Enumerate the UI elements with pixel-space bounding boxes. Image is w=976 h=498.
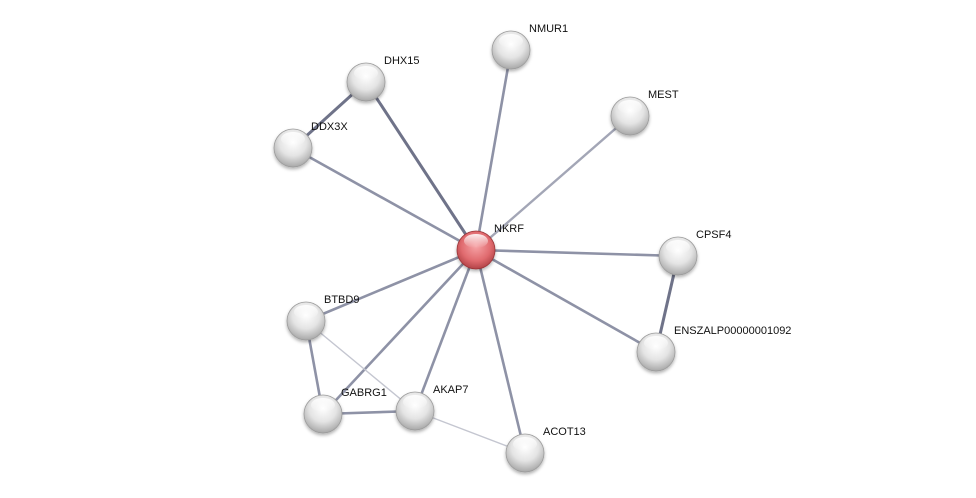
- node-dhx15[interactable]: DHX15: [346, 55, 419, 102]
- node-label: GABRG1: [341, 387, 387, 399]
- edge-nkrf-mest[interactable]: [475, 115, 631, 251]
- edge-nkrf-dhx15[interactable]: [364, 81, 478, 251]
- node-highlight: [403, 395, 427, 409]
- node-highlight: [618, 100, 642, 114]
- edge-nkrf-gabrg1[interactable]: [322, 249, 477, 415]
- node-enszalp00000001092[interactable]: ENSZALP00000001092: [636, 325, 791, 372]
- node-label: BTBD9: [324, 294, 359, 306]
- node-highlight: [311, 398, 335, 412]
- node-nkrf[interactable]: NKRF: [456, 223, 524, 270]
- node-highlight: [499, 34, 523, 48]
- node-acot13[interactable]: ACOT13: [505, 426, 586, 473]
- node-ddx3x[interactable]: DDX3X: [273, 121, 348, 168]
- node-nmur1[interactable]: NMUR1: [491, 23, 568, 70]
- node-akap7[interactable]: AKAP7: [395, 384, 468, 431]
- node-mest[interactable]: MEST: [610, 89, 679, 136]
- edge-nkrf-nmur1[interactable]: [474, 49, 513, 251]
- node-highlight: [464, 234, 488, 248]
- node-highlight: [513, 437, 537, 451]
- edge-btbd9-akap7[interactable]: [305, 320, 416, 412]
- node-highlight: [354, 66, 378, 80]
- node-label: NMUR1: [529, 23, 568, 35]
- edge-nkrf-akap7[interactable]: [413, 249, 478, 412]
- node-label: ACOT13: [543, 426, 586, 438]
- edge-nkrf-acot13[interactable]: [474, 249, 527, 454]
- node-highlight: [644, 336, 668, 350]
- node-gabrg1[interactable]: GABRG1: [303, 387, 387, 434]
- node-label: DDX3X: [311, 121, 348, 133]
- node-label: AKAP7: [433, 384, 468, 396]
- edge-nkrf-btbd9[interactable]: [305, 248, 477, 323]
- node-label: MEST: [648, 89, 679, 101]
- node-highlight: [281, 132, 305, 146]
- node-label: DHX15: [384, 55, 419, 67]
- edge-nkrf-enszalp00000001092[interactable]: [475, 248, 657, 354]
- node-label: NKRF: [494, 223, 524, 235]
- node-btbd9[interactable]: BTBD9: [286, 294, 359, 341]
- edge-nkrf-ddx3x[interactable]: [292, 146, 477, 252]
- node-highlight: [666, 240, 690, 254]
- edge-nkrf-cpsf4[interactable]: [475, 248, 679, 258]
- node-highlight: [294, 305, 318, 319]
- node-cpsf4[interactable]: CPSF4: [658, 229, 731, 276]
- node-label: CPSF4: [696, 229, 731, 241]
- edge-akap7-acot13[interactable]: [414, 410, 526, 454]
- node-label: ENSZALP00000001092: [674, 325, 791, 337]
